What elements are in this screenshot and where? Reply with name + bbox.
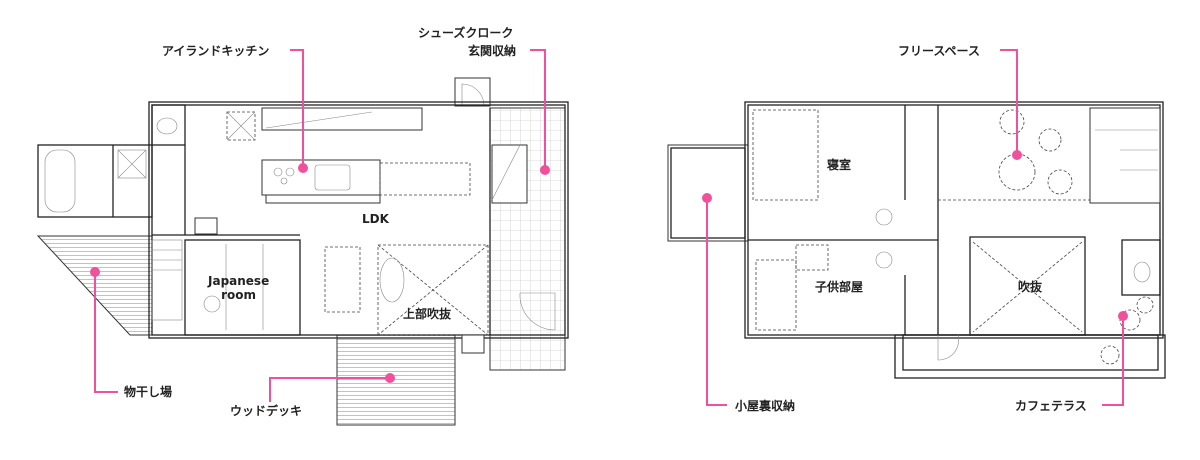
bathroom [37,144,153,218]
japanese-room-line2: room [221,288,257,302]
balcony [894,334,1166,379]
callout-shoes-cloak: シューズクローク [418,26,514,40]
toilet-2f [1121,239,1161,296]
room-label-void-above: 上部吹抜 [403,307,452,321]
japanese-room-line1: Japanese [208,274,270,288]
callout-attic-storage: 小屋裏収納 [735,399,796,413]
first-floor-outer-wall [151,104,566,336]
room-label-kids-room: 子供部屋 [815,280,864,294]
second-floor-outer-wall [747,104,1161,336]
stairs [151,239,183,321]
toilet-icon [156,117,178,135]
void-area [377,244,489,336]
callout-cafe-terrace: カフェテラス [1015,399,1087,413]
room-label-bedroom: 寝室 [827,158,852,172]
callout-wood-deck: ウッドデッキ [230,404,303,418]
callout-free-space: フリースペース [898,44,980,58]
callout-island-kitchen: アイランドキッチン [162,44,270,58]
second-floor-plan [667,101,1166,379]
callout-entrance-storage: 玄関収納 [468,44,517,58]
callout-drying-area: 物干し場 [124,385,173,399]
toilet [151,104,186,146]
wood-deck [336,334,456,426]
void-2f [969,236,1086,336]
japanese-room [184,239,301,336]
dining-table [379,162,471,196]
callout-leaders [90,49,1128,406]
room-label-ldk: LDK [362,212,389,226]
entrance-porch [454,77,491,107]
room-label-void: 吹抜 [1018,280,1043,294]
stairs-2f [1089,107,1161,204]
room-label-japanese: Japanese room [208,274,269,302]
bathtub-icon [44,149,76,213]
